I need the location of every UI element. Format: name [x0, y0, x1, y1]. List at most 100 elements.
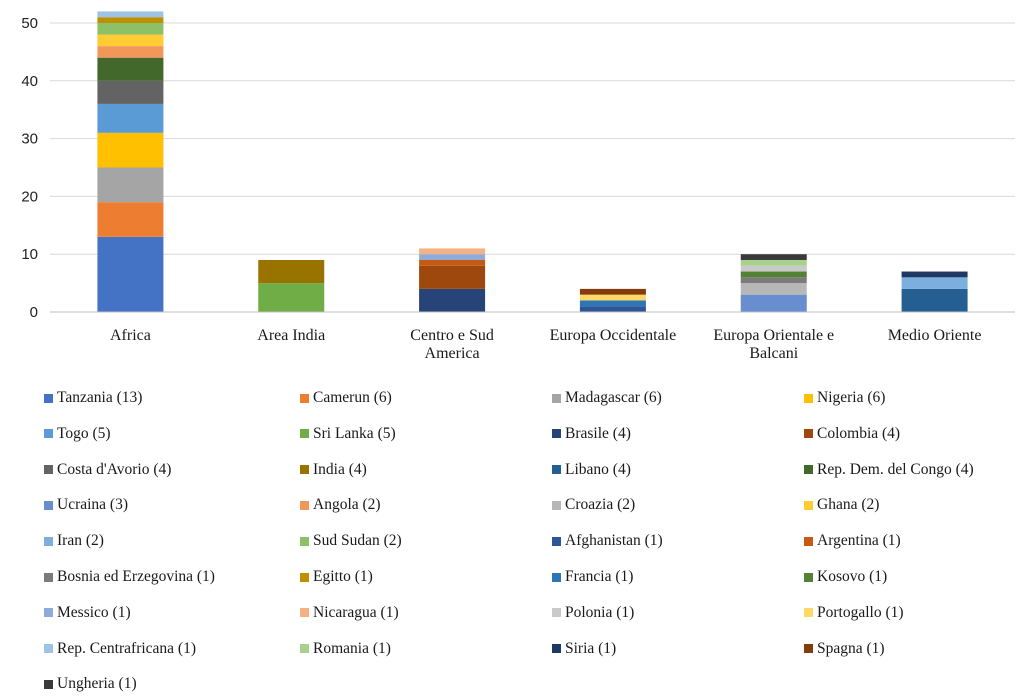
legend-item: Rep. Dem. del Congo (4) — [804, 461, 974, 479]
bar-segment — [901, 288, 968, 312]
bar-segment — [97, 46, 164, 58]
legend-swatch — [804, 465, 813, 475]
legend-item: Polonia (1) — [552, 604, 634, 622]
bar-segment — [258, 283, 325, 312]
legend-item: Brasile (4) — [552, 425, 631, 443]
legend-swatch — [552, 393, 561, 403]
legend-item: Messico (1) — [44, 604, 131, 622]
legend-label: Nigeria (6) — [817, 389, 886, 406]
bar-segment — [901, 277, 968, 289]
legend-item: Colombia (4) — [804, 425, 900, 443]
legend-item: Sri Lanka (5) — [300, 425, 396, 443]
legend-label: Messico (1) — [57, 603, 131, 621]
legend-swatch — [804, 644, 813, 654]
legend-swatch — [300, 608, 309, 618]
legend-label: India (4) — [313, 460, 367, 478]
bar-segment — [579, 294, 646, 301]
legend-item: Egitto (1) — [300, 568, 373, 586]
legend-swatch — [552, 429, 561, 439]
legend-label: Afghanistan (1) — [565, 532, 663, 550]
legend-label: Francia (1) — [565, 568, 634, 585]
legend-swatch — [44, 393, 53, 403]
legend-item: Ucraina (3) — [44, 496, 128, 514]
y-tick-label: 50 — [21, 15, 38, 32]
legend-swatch — [44, 465, 53, 475]
legend-swatch — [44, 608, 53, 618]
legend-label: Togo (5) — [57, 424, 111, 442]
bar-segment — [419, 265, 486, 289]
legend-item: Bosnia ed Erzegovina (1) — [44, 568, 215, 586]
y-tick-label: 0 — [30, 304, 38, 321]
bar-segment — [579, 288, 646, 295]
legend-label: Ghana (2) — [817, 496, 880, 514]
y-tick-label: 40 — [21, 73, 38, 90]
y-tick-label: 20 — [21, 188, 38, 205]
legend-label: Angola (2) — [313, 496, 381, 514]
legend-swatch — [804, 500, 813, 510]
legend-label: Bosnia ed Erzegovina (1) — [57, 568, 215, 585]
bar-segment — [419, 248, 486, 255]
legend-swatch — [44, 644, 53, 654]
bars — [97, 11, 968, 312]
bar-segment — [740, 254, 807, 260]
legend-swatch — [300, 536, 309, 546]
legend-label: Siria (1) — [565, 639, 617, 657]
legend-item: Ghana (2) — [804, 496, 879, 514]
bar-segment — [258, 259, 325, 284]
gridlines — [50, 22, 1015, 255]
bar-segment — [97, 80, 164, 104]
legend-swatch — [552, 465, 561, 475]
legend-item: Argentina (1) — [804, 532, 901, 550]
legend-item: Sud Sudan (2) — [300, 532, 402, 550]
legend-item: Tanzania (13) — [44, 389, 142, 407]
legend-item: Ungheria (1) — [44, 675, 137, 693]
legend-label: Sri Lanka (5) — [313, 424, 396, 442]
bar-segment — [579, 306, 646, 312]
legend-swatch — [300, 393, 309, 403]
bar-segment — [740, 277, 807, 284]
bar-segment — [97, 236, 164, 312]
legend-swatch — [804, 608, 813, 618]
bar-segment — [97, 202, 164, 237]
bar-segment — [901, 271, 968, 278]
legend-item: Iran (2) — [44, 532, 104, 550]
legend-label: Brasile (4) — [565, 424, 631, 442]
x-category-label: Europa Occidentale — [550, 327, 677, 344]
bar-segment — [740, 283, 807, 295]
legend-item: Kosovo (1) — [804, 568, 887, 586]
bar-segment — [97, 57, 164, 81]
bar-segment — [97, 167, 164, 203]
legend-swatch — [804, 572, 813, 582]
legend-label: Argentina (1) — [817, 532, 901, 550]
bar-segment — [97, 34, 164, 47]
legend-swatch — [300, 429, 309, 439]
bar-segment — [97, 11, 164, 18]
bar-segment — [97, 17, 164, 23]
bar-segment — [740, 271, 807, 278]
legend-item: Camerun (6) — [300, 389, 392, 407]
legend-swatch — [300, 644, 309, 654]
x-category-label: Africa — [110, 327, 151, 344]
bar-segment — [579, 300, 646, 307]
legend-label: Tanzania (13) — [57, 389, 143, 406]
bar-segment — [97, 103, 164, 133]
legend-item: Rep. Centrafricana (1) — [44, 640, 196, 658]
legend-swatch — [804, 429, 813, 439]
legend-swatch — [552, 536, 561, 546]
legend-item: Croazia (2) — [552, 496, 635, 514]
legend-item: Costa d'Avorio (4) — [44, 461, 171, 479]
legend-label: Costa d'Avorio (4) — [57, 460, 172, 478]
legend-label: Ungheria (1) — [57, 675, 137, 693]
x-category-label: Area India — [257, 327, 325, 344]
legend-label: Croazia (2) — [565, 496, 636, 514]
legend-swatch — [44, 500, 53, 510]
bar-segment — [97, 23, 164, 35]
legend-item: India (4) — [300, 461, 367, 479]
legend-swatch — [552, 644, 561, 654]
bar-segment — [419, 288, 486, 312]
